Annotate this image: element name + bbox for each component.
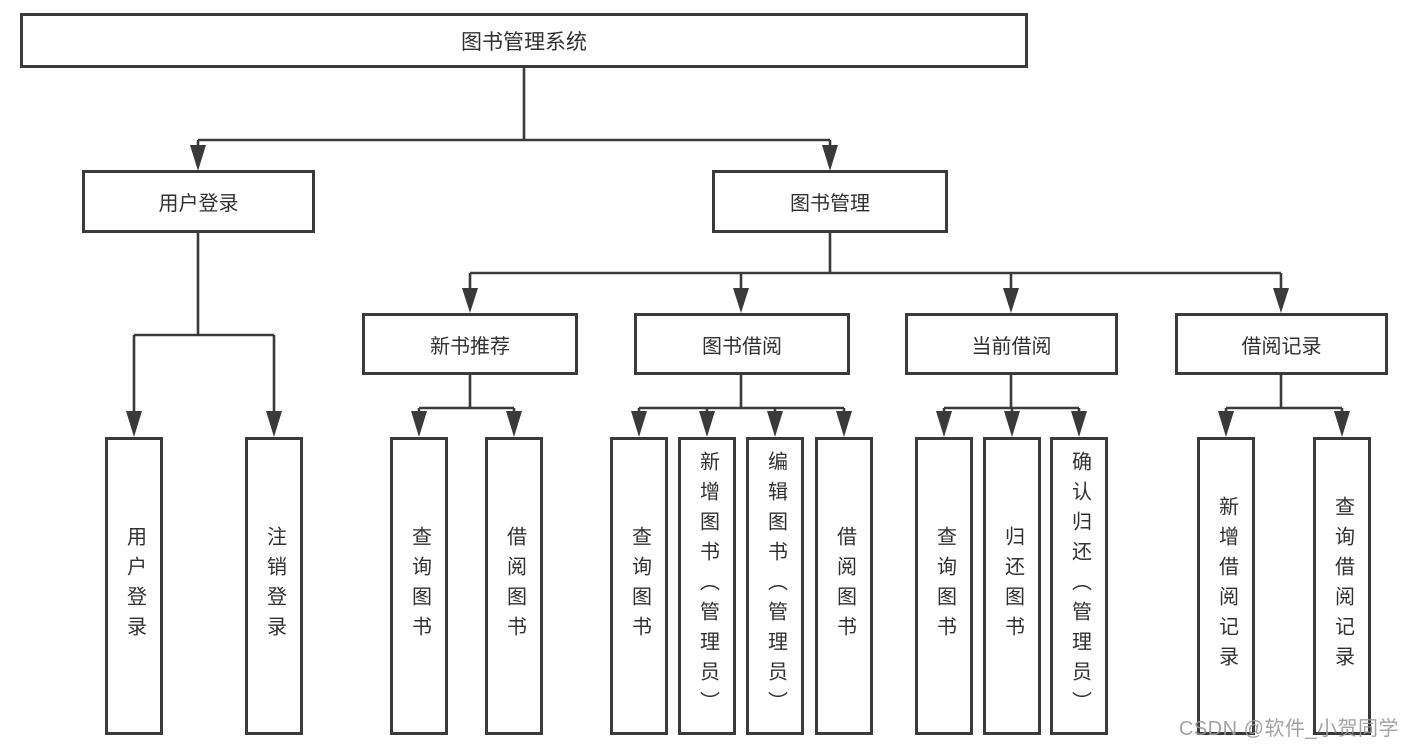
leaf-label: 查询图书 [408, 526, 431, 646]
leaf-add-borrow-record: 新增借阅记录 [1197, 437, 1255, 735]
leaf-label: 归还图书 [1001, 526, 1024, 646]
node-label: 新书推荐 [430, 335, 510, 358]
leaf-confirm-return-admin: 确认归还（管理员） [1050, 437, 1108, 735]
node-book-management: 图书管理 [712, 170, 948, 233]
leaf-query-books-current: 查询图书 [915, 437, 973, 735]
leaf-edit-books-admin: 编辑图书（管理员） [746, 437, 804, 735]
leaf-label: 借阅图书 [833, 526, 856, 646]
leaf-label: 用户登录 [123, 526, 146, 646]
leaf-label: 新增图书（管理员） [696, 451, 719, 721]
leaf-return-books: 归还图书 [983, 437, 1041, 735]
leaf-query-borrow-record: 查询借阅记录 [1313, 437, 1371, 735]
leaf-label: 查询图书 [933, 526, 956, 646]
csdn-watermark: CSDN @软件_小贺同学 [1178, 718, 1399, 740]
leaf-user-login: 用户登录 [105, 437, 163, 735]
node-book-borrow: 图书借阅 [634, 313, 850, 375]
node-label: 用户登录 [158, 193, 239, 215]
leaf-label: 新增借阅记录 [1215, 496, 1238, 676]
leaf-query-books-borrow: 查询图书 [610, 437, 668, 735]
node-borrow-records: 借阅记录 [1175, 313, 1388, 375]
node-label: 图书管理 [790, 193, 870, 215]
leaf-logout: 注销登录 [245, 437, 303, 735]
leaf-borrow-books-recommend: 借阅图书 [485, 437, 543, 735]
leaf-label: 查询图书 [628, 526, 651, 646]
leaf-label: 借阅图书 [503, 526, 526, 646]
node-label: 图书管理系统 [461, 30, 587, 54]
leaf-label: 查询借阅记录 [1331, 496, 1354, 676]
node-current-borrow: 当前借阅 [905, 313, 1118, 375]
leaf-label: 注销登录 [263, 526, 286, 646]
leaf-add-books-admin: 新增图书（管理员） [678, 437, 736, 735]
node-library-management-system: 图书管理系统 [20, 13, 1028, 68]
leaf-label: 确认归还（管理员） [1068, 451, 1091, 721]
leaf-borrow-books: 借阅图书 [815, 437, 873, 735]
node-label: 当前借阅 [971, 335, 1052, 358]
leaf-label: 编辑图书（管理员） [764, 451, 787, 721]
node-new-book-recommend: 新书推荐 [362, 313, 578, 375]
node-user-login: 用户登录 [82, 170, 315, 233]
leaf-query-books-recommend: 查询图书 [390, 437, 448, 735]
node-label: 借阅记录 [1241, 335, 1322, 358]
node-label: 图书借阅 [702, 335, 782, 358]
